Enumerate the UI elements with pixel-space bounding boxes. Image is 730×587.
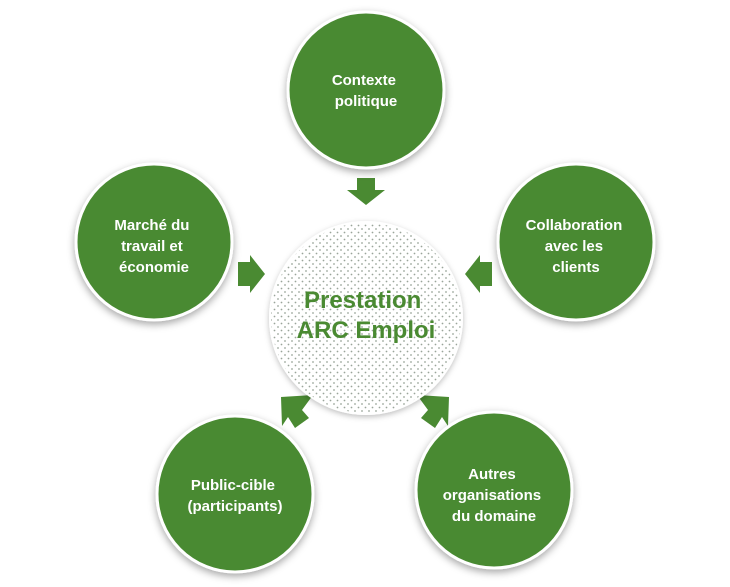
- center-node: Prestation ARC Emploi: [269, 221, 463, 415]
- node-label-line: avec les: [545, 238, 603, 255]
- node-circle: [414, 410, 574, 570]
- node-label-line: travail et: [121, 238, 183, 255]
- node-circle: [286, 10, 446, 170]
- node-label-line: Marché du: [114, 217, 189, 234]
- node-label-line: (participants): [187, 498, 282, 515]
- arrow-from-right: [465, 255, 492, 293]
- center-circle-dots: [271, 223, 461, 413]
- arrows-group: [238, 178, 492, 428]
- node-label-line: clients: [552, 259, 600, 276]
- node-label-line: organisations: [443, 487, 541, 504]
- arrow-from-bottom-right: [417, 395, 449, 428]
- node-contexte-politique: Contexte politique: [286, 10, 446, 170]
- node-label: Marché du travail et économie: [114, 217, 193, 276]
- node-label: Collaboration avec les clients: [526, 217, 627, 276]
- node-label-line: politique: [335, 93, 398, 110]
- arrow-from-bottom-left: [281, 395, 313, 428]
- node-label-line: Autres: [468, 466, 516, 483]
- center-title: Prestation ARC Emploi: [297, 287, 436, 344]
- node-label-line: Collaboration: [526, 217, 623, 234]
- arrow-from-top: [347, 178, 385, 205]
- node-label: Public-cible (participants): [187, 477, 282, 515]
- node-circle: [74, 162, 234, 322]
- center-title-line-2: ARC Emploi: [297, 317, 436, 344]
- node-label-line: économie: [119, 259, 189, 276]
- node-collaboration-clients: Collaboration avec les clients: [496, 162, 656, 322]
- node-label: Contexte politique: [332, 72, 400, 110]
- node-label-line: Public-cible: [191, 477, 275, 494]
- node-label-line: du domaine: [452, 508, 536, 525]
- node-circle: [155, 414, 315, 574]
- node-label-line: Contexte: [332, 72, 396, 89]
- node-public-cible: Public-cible (participants): [155, 414, 315, 574]
- node-circle: [496, 162, 656, 322]
- arrow-from-left: [238, 255, 265, 293]
- node-label: Autres organisations du domaine: [443, 466, 546, 525]
- node-autres-organisations: Autres organisations du domaine: [414, 410, 574, 570]
- node-marche-travail: Marché du travail et économie: [74, 162, 234, 322]
- center-title-line-1: Prestation: [304, 287, 421, 314]
